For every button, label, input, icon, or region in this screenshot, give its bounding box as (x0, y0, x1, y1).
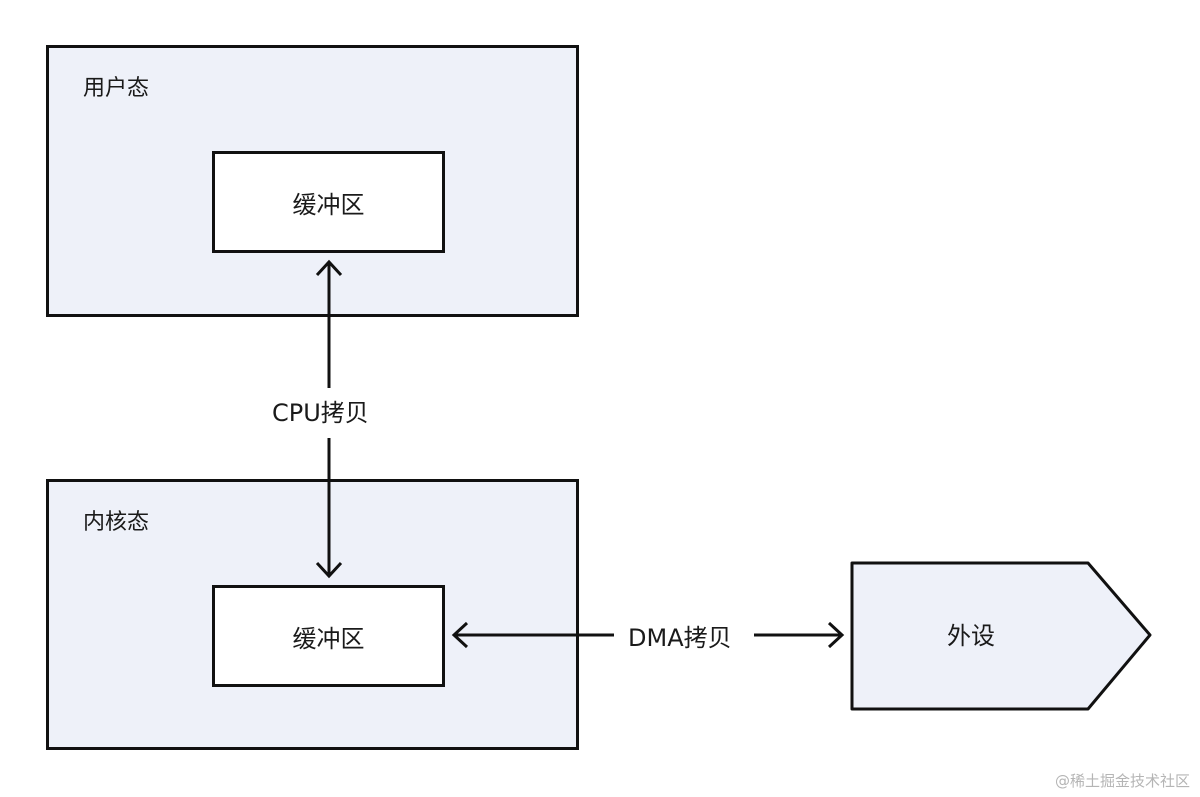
kernel-space-title: 内核态 (83, 510, 150, 535)
arrowhead-left-icon (451, 621, 469, 649)
arrowhead-down-icon (315, 561, 343, 579)
kernel-buffer-box: 缓冲区 (212, 585, 445, 687)
watermark-text: @稀土掘金技术社区 (1054, 772, 1190, 790)
dma-copy-label: DMA拷贝 (628, 624, 732, 652)
kernel-space-region: 内核态 (46, 479, 579, 750)
cpu-copy-label: CPU拷贝 (272, 399, 369, 427)
user-space-title: 用户态 (83, 76, 150, 101)
device-shape (850, 561, 1152, 711)
arrowhead-up-icon (315, 259, 343, 277)
user-buffer-box: 缓冲区 (212, 151, 445, 253)
kernel-buffer-label: 缓冲区 (292, 624, 365, 653)
device-label: 外设 (947, 622, 995, 650)
user-buffer-label: 缓冲区 (292, 190, 365, 219)
arrowhead-right-icon (827, 621, 845, 649)
